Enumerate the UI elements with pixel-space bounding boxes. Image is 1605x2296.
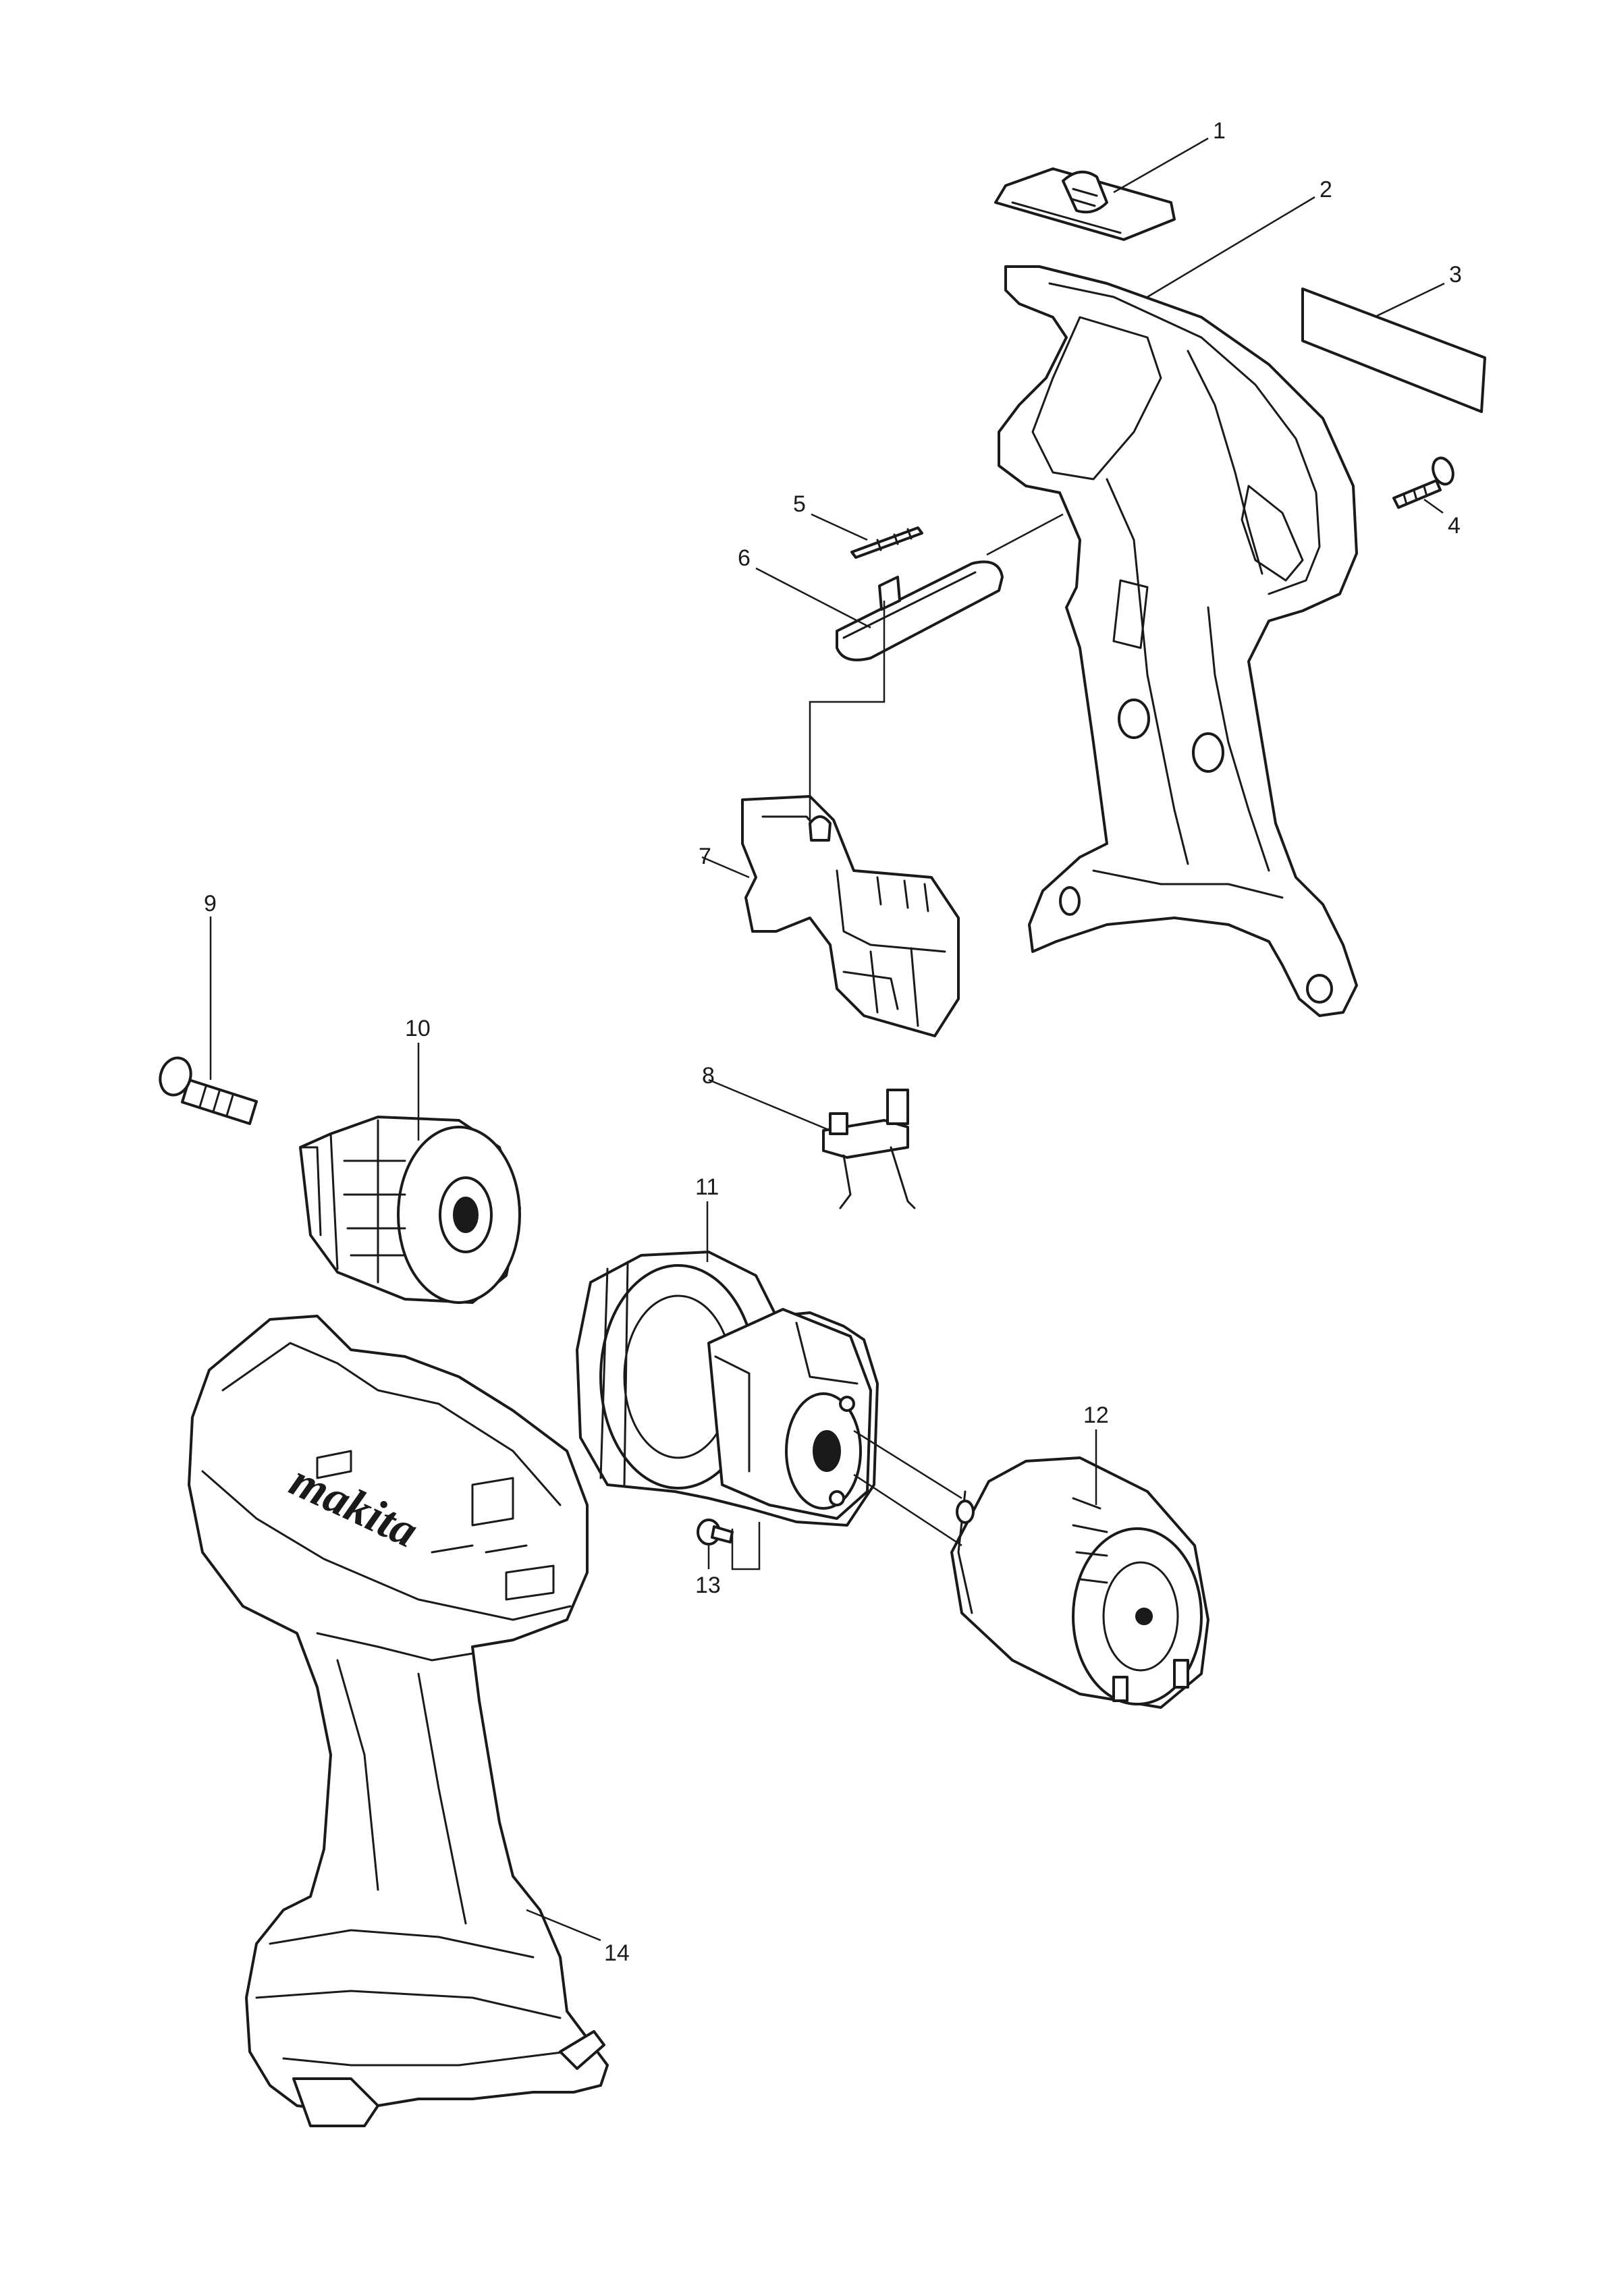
callout-8: 8 bbox=[702, 1063, 715, 1089]
callout-14: 14 bbox=[604, 1940, 630, 1966]
part-5-spring bbox=[850, 526, 923, 559]
part-7-switch bbox=[741, 795, 960, 1037]
part-6-reverse-button bbox=[836, 560, 1004, 661]
part-13-screw bbox=[697, 1519, 734, 1546]
callout-9: 9 bbox=[204, 891, 217, 917]
callout-3: 3 bbox=[1449, 262, 1462, 288]
part-2-housing-half bbox=[998, 265, 1358, 1017]
callout-labels: 1 2 3 4 5 6 7 8 9 10 11 12 13 14 bbox=[204, 118, 1462, 1966]
callout-12: 12 bbox=[1083, 1402, 1109, 1428]
callout-1: 1 bbox=[1213, 118, 1226, 144]
part-8-terminal bbox=[822, 1089, 916, 1209]
callout-10: 10 bbox=[405, 1016, 431, 1041]
part-12-motor bbox=[950, 1456, 1209, 1709]
part-4-screw bbox=[1392, 456, 1454, 509]
leader-lines bbox=[209, 137, 1445, 1942]
callout-5: 5 bbox=[793, 491, 806, 517]
callout-7: 7 bbox=[699, 844, 711, 869]
callout-13: 13 bbox=[695, 1573, 721, 1598]
callout-11: 11 bbox=[695, 1174, 719, 1200]
part-3-label bbox=[1301, 288, 1486, 413]
part-10-keyless-chuck bbox=[299, 1116, 521, 1304]
callout-4: 4 bbox=[1448, 513, 1461, 539]
part-11-gear-assembly bbox=[576, 1251, 879, 1527]
part-14-housing-set bbox=[188, 1315, 609, 2127]
part-9-chuck-screw bbox=[159, 1056, 258, 1125]
callout-6: 6 bbox=[738, 545, 751, 571]
callout-2: 2 bbox=[1320, 177, 1332, 202]
part-1-lever-cover bbox=[994, 167, 1176, 241]
